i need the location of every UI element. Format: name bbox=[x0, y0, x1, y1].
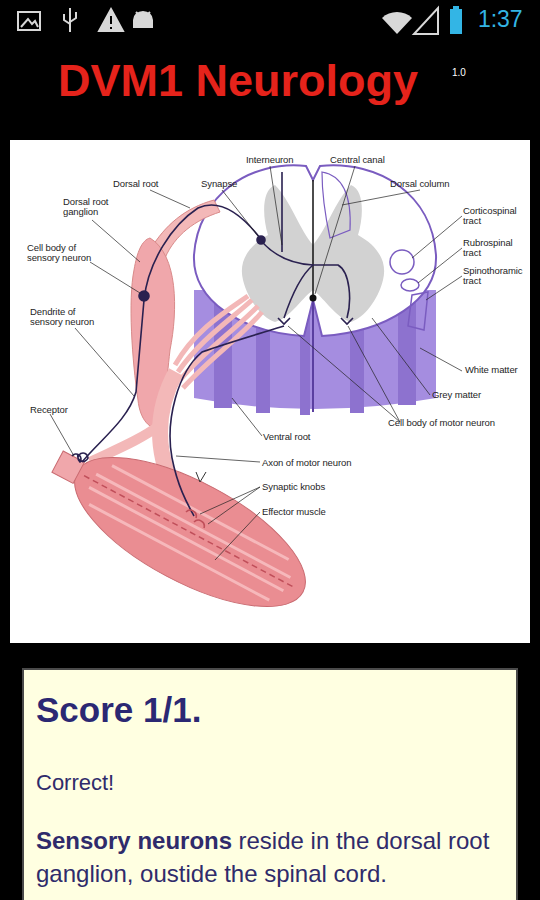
leader-line bbox=[342, 190, 420, 205]
part-label: Ventral root bbox=[263, 432, 310, 442]
sensory-nerve bbox=[90, 425, 160, 462]
leader-line bbox=[232, 398, 262, 436]
part-label: Synapse bbox=[201, 179, 237, 189]
leader-line bbox=[420, 348, 462, 371]
version-label: 1.0 bbox=[452, 66, 466, 80]
nerve bbox=[34, 200, 326, 636]
part-label: Axon of motor neuron bbox=[262, 458, 351, 468]
part-label: Cell body of motor neuron bbox=[388, 418, 495, 428]
warning-icon bbox=[99, 9, 123, 31]
part-label: Dorsal column bbox=[390, 179, 449, 189]
motor-cell-body bbox=[278, 318, 353, 324]
leader-line bbox=[270, 166, 282, 245]
explanation-bold: Sensory neurons bbox=[36, 827, 232, 854]
central-canal bbox=[310, 295, 317, 302]
leader-line bbox=[90, 262, 140, 293]
interneuron bbox=[262, 172, 350, 318]
part-label: Interneuron bbox=[246, 155, 294, 165]
wifi-icon bbox=[382, 12, 412, 34]
leader-line bbox=[315, 166, 355, 294]
android-icon bbox=[136, 12, 150, 15]
cord-stripe bbox=[398, 300, 416, 405]
ventral-root bbox=[175, 296, 262, 388]
image-panel bbox=[10, 140, 530, 643]
leader-line bbox=[412, 216, 462, 258]
battery-icon bbox=[453, 6, 459, 10]
part-label: Rubrospinal tract bbox=[463, 238, 525, 258]
feedback-box: Score 1/1. Correct! Sensory neuronsreside … bbox=[22, 668, 518, 900]
leader-line bbox=[372, 318, 430, 395]
neurons bbox=[72, 172, 353, 528]
sensory-cell-body bbox=[139, 291, 149, 301]
leader-line bbox=[176, 456, 260, 462]
status-time: 1:37 bbox=[478, 6, 522, 33]
spinothalamic-tract bbox=[408, 292, 428, 330]
leader-line bbox=[426, 276, 462, 300]
picture-icon bbox=[21, 19, 38, 27]
part-label: Dorsal root ganglion bbox=[63, 197, 121, 217]
spinal-cord bbox=[194, 165, 436, 415]
android-icon bbox=[134, 12, 152, 27]
corticospinal-tract bbox=[390, 250, 414, 274]
part-label: Grey matter bbox=[432, 390, 481, 400]
flow-arrow bbox=[196, 472, 206, 482]
part-label: Effector muscle bbox=[262, 507, 326, 517]
leader-line bbox=[200, 487, 260, 524]
status-icons bbox=[18, 6, 462, 34]
part-label: Central canal bbox=[330, 155, 385, 165]
part-label: Corticospinal tract bbox=[463, 206, 529, 226]
part-label: Receptor bbox=[30, 405, 68, 415]
leader-line bbox=[150, 190, 190, 208]
app-title: DVM1 Neurology bbox=[58, 55, 418, 107]
part-label: Dendrite of sensory neuron bbox=[30, 307, 108, 327]
battery-icon bbox=[450, 9, 462, 34]
score-text: Score 1/1. bbox=[36, 688, 502, 732]
dorsal-column bbox=[322, 172, 350, 238]
warning-icon bbox=[110, 16, 112, 29]
synaptic-knobs bbox=[186, 510, 204, 528]
leader-lines bbox=[50, 166, 462, 560]
leader-line bbox=[75, 328, 134, 396]
central-line bbox=[312, 180, 314, 298]
rubrospinal-tract bbox=[401, 279, 419, 291]
usb-icon bbox=[64, 8, 76, 32]
muscle bbox=[34, 417, 326, 636]
part-label: White matter bbox=[465, 365, 518, 375]
part-label: Dorsal root bbox=[113, 179, 158, 189]
part-label: Cell body of sensory neuron bbox=[27, 243, 105, 263]
leader-line bbox=[222, 190, 258, 236]
part-label: Spinothoramic tract bbox=[463, 266, 530, 286]
leader-line bbox=[418, 248, 462, 283]
leader-line bbox=[92, 220, 140, 262]
ventral-fissure bbox=[312, 300, 314, 412]
picture-icon bbox=[18, 12, 40, 30]
part-label: Synaptic knobs bbox=[262, 482, 325, 492]
receptor bbox=[72, 453, 88, 462]
explanation-text: Sensory neuronsreside in the dorsal root… bbox=[36, 824, 502, 890]
muscle-line bbox=[84, 476, 296, 589]
leader-line bbox=[50, 414, 74, 456]
leader-line bbox=[215, 512, 260, 560]
result-text: Correct! bbox=[36, 768, 502, 798]
leader-line bbox=[288, 326, 400, 422]
signal-icon bbox=[414, 8, 438, 34]
